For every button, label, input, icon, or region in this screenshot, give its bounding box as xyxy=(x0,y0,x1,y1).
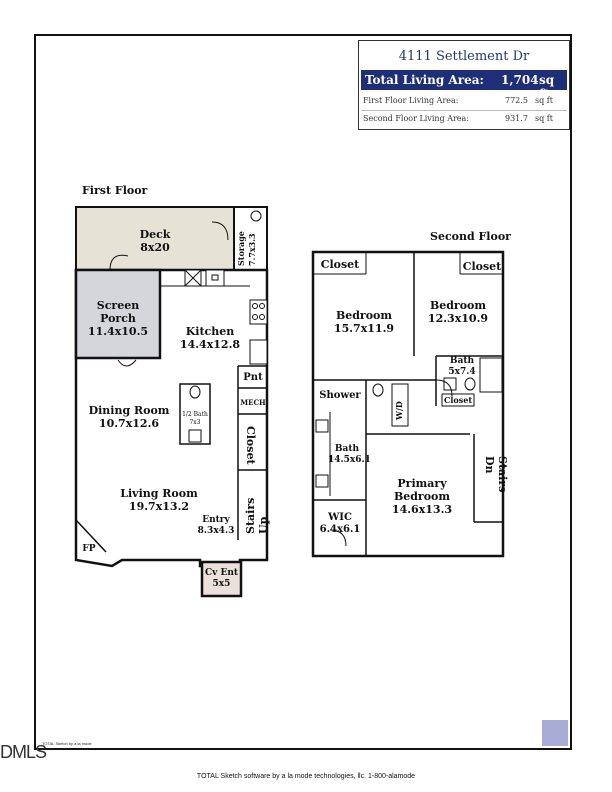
toilet-icon xyxy=(372,383,384,397)
row-label: Second Floor Living Area: xyxy=(363,114,470,123)
room-dims: 12.3x10.9 xyxy=(427,312,489,325)
shower-label: Shower xyxy=(319,390,361,401)
room-name: Bedroom xyxy=(429,299,487,312)
room-name: Primary Bedroom xyxy=(393,477,451,503)
room-name: Bath xyxy=(449,356,475,366)
pantry-label: Pnt xyxy=(243,372,263,383)
room-name: Kitchen xyxy=(185,325,235,338)
room-name: Bath xyxy=(334,444,360,454)
room-name: 1/2 Bath xyxy=(182,411,208,418)
fireplace-label: FP xyxy=(82,544,96,554)
total-living-area-row: Total Living Area: 1,704 sq ft xyxy=(361,70,567,101)
room-dims: 6.4x6.1 xyxy=(319,524,361,535)
room-dims: 11.4x10.5 xyxy=(87,325,149,338)
room-name: Storage xyxy=(236,231,246,266)
sqft-summary-box: 4111 Settlement Dr Total Living Area: 1,… xyxy=(358,40,570,130)
bath-sink-icon xyxy=(443,377,457,391)
brand-badge-icon xyxy=(542,720,568,746)
second-floor-title: Second Floor xyxy=(430,230,511,243)
bathtub-icon xyxy=(479,357,503,393)
bath-sink-icon xyxy=(188,429,202,443)
dining-room-label: Dining Room 10.7x12.6 xyxy=(84,404,174,430)
room-dims: 14.4x12.8 xyxy=(179,338,241,351)
room-name: Deck xyxy=(139,228,171,241)
bedroom-right-label: Bedroom 12.3x10.9 xyxy=(418,299,498,325)
kitchen-label: Kitchen 14.4x12.8 xyxy=(170,325,250,351)
room-name: Dining Room xyxy=(88,404,170,417)
room-dims: 14.5x6.1 xyxy=(328,455,371,465)
stairs-down-label: Stairs Dn xyxy=(483,456,509,493)
stairs-up-label: Stairs Up xyxy=(244,497,270,534)
total-value: 1,704 xyxy=(501,73,539,87)
room-name: WIC xyxy=(328,512,352,523)
washer-dryer-label: W/D xyxy=(394,401,404,420)
bath-sink-icon xyxy=(315,474,329,488)
screen-porch-area xyxy=(74,268,162,360)
credit-small: TOTAL Sketch by a la mode xyxy=(42,741,92,746)
total-label: Total Living Area: xyxy=(365,73,484,87)
first-floor-title: First Floor xyxy=(82,184,148,197)
room-dims: 5x7.4 xyxy=(448,367,476,377)
bath-sink-icon xyxy=(315,419,329,433)
room-dims: 5x5 xyxy=(212,579,231,589)
room-dims: 8.3x4.3 xyxy=(197,526,235,536)
room-dims: 14.6x13.3 xyxy=(391,503,453,516)
screen-porch-label: Screen Porch 11.4x10.5 xyxy=(78,299,158,338)
room-dims: 19.7x13.2 xyxy=(128,500,190,513)
covered-entry-area xyxy=(200,560,243,598)
mech-label: MECH xyxy=(240,398,266,407)
room-name: Cv Ent xyxy=(204,568,239,578)
software-footer: TOTAL Sketch software by a la mode techn… xyxy=(196,773,416,780)
room-name: Screen Porch xyxy=(96,299,140,325)
washer-dryer-box xyxy=(391,383,409,427)
row-value: 772.5 xyxy=(505,96,528,105)
stove-icon xyxy=(249,299,268,325)
bedroom-left-label: Bedroom 15.7x11.9 xyxy=(324,309,404,335)
row-value: 931.7 xyxy=(505,114,528,123)
room-dims: 8x20 xyxy=(140,241,170,254)
covered-entry-label: Cv Ent 5x5 xyxy=(202,568,241,590)
living-room-label: Living Room 19.7x13.2 xyxy=(116,487,202,513)
room-dims: 15.7x11.9 xyxy=(333,322,395,335)
closet-right-label: Closet xyxy=(462,260,502,273)
toilet-icon xyxy=(464,377,476,391)
row-label: First Floor Living Area: xyxy=(363,96,459,105)
room-dims: 7x3 xyxy=(189,419,201,426)
room-dims: 10.7x12.6 xyxy=(98,417,160,430)
room-name: Bedroom xyxy=(335,309,393,322)
water-heater-icon xyxy=(250,210,262,222)
half-bath-room xyxy=(179,383,211,445)
row-unit: sq ft xyxy=(535,96,553,105)
second-floor-outline xyxy=(311,250,505,558)
wic-label: WIC 6.4x6.1 xyxy=(316,512,364,536)
row-unit: sq ft xyxy=(535,114,553,123)
page-frame xyxy=(34,34,572,750)
storage-room xyxy=(233,206,268,271)
address-title: 4111 Settlement Dr xyxy=(398,49,530,64)
room-name: Entry xyxy=(202,515,230,525)
mls-logo: DMLS xyxy=(0,742,47,762)
toilet-icon xyxy=(189,385,201,399)
bath-small-label: Bath 5x7.4 xyxy=(446,356,478,378)
storage-label: Storage xyxy=(236,226,247,266)
closet-label: Closet xyxy=(244,426,257,465)
deck-label: Deck 8x20 xyxy=(120,228,190,254)
refrigerator-icon xyxy=(249,339,268,365)
bath-main-label: Bath 14.5x6.1 xyxy=(328,444,371,466)
storage-dims: 7.7x3.3 xyxy=(247,233,257,266)
total-unit: sq ft xyxy=(539,73,555,101)
closet-small-label: Closet xyxy=(443,395,473,405)
dishwasher-icon xyxy=(205,269,225,287)
second-floor-area-row: Second Floor Living Area: 931.7 sq ft xyxy=(361,110,567,128)
first-floor-area-row: First Floor Living Area: 772.5 sq ft xyxy=(361,92,567,111)
entry-label: Entry 8.3x4.3 xyxy=(194,515,238,537)
room-name: Living Room xyxy=(120,487,198,500)
closet-left-label: Closet xyxy=(320,258,360,271)
half-bath-label: 1/2 Bath 7x3 xyxy=(180,411,210,427)
primary-bedroom-label: Primary Bedroom 14.6x13.3 xyxy=(370,477,474,516)
